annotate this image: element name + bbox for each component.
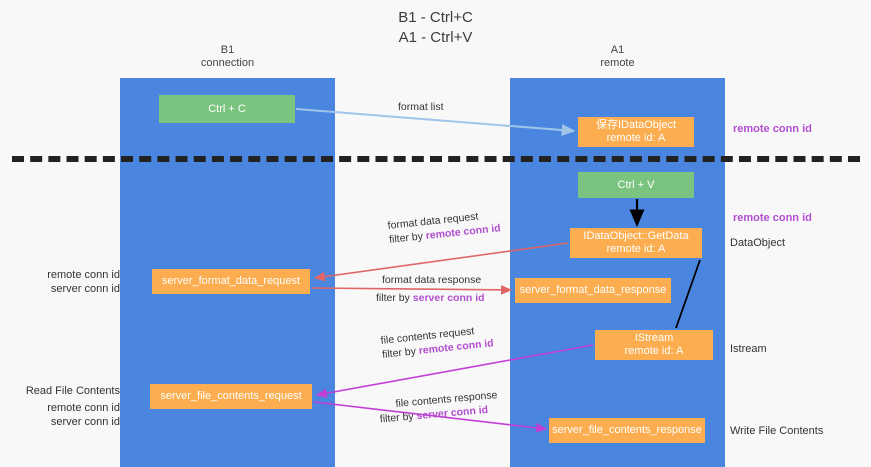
node-ctrl-c[interactable]: Ctrl + C — [159, 95, 295, 123]
phase-divider — [12, 156, 860, 162]
node-idataobject-getdata[interactable]: IDataObject::GetData remote id: A — [570, 228, 702, 258]
filter-prefix: filter by — [379, 410, 418, 426]
lane-header-b1: B1 connection — [120, 44, 335, 70]
title-line-1: B1 - Ctrl+C — [398, 9, 473, 26]
node-istream-title: IStream — [634, 332, 674, 344]
node-server-file-contents-response[interactable]: server_file_contents_response — [549, 418, 705, 443]
lane-header-b1-role: connection — [200, 57, 255, 69]
node-server-file-contents-request[interactable]: server_file_contents_request — [150, 384, 312, 409]
title-line-2: A1 - Ctrl+V — [398, 29, 473, 46]
node-ctrl-c-label: Ctrl + C — [208, 102, 246, 115]
lane-header-a1-role: remote — [600, 57, 635, 69]
edge-label-file-contents-response: file contents response filter by server … — [379, 388, 499, 425]
edge-label-file-contents-request: file contents request filter by remote c… — [380, 322, 494, 362]
lane-header-a1: A1 remote — [510, 44, 725, 70]
node-save-idataobject[interactable]: 保存IDataObject remote id: A — [578, 117, 694, 147]
edge-label-format-data-response-filter: filter by server conn id — [376, 291, 485, 305]
node-idataobject-getdata-title: IDataObject::GetData — [583, 230, 689, 242]
node-server-file-contents-response-label: server_file_contents_response — [552, 424, 702, 436]
annotation-left-server-conn-id: server conn id — [50, 283, 120, 295]
node-istream[interactable]: IStream remote id: A — [595, 330, 713, 360]
node-server-file-contents-request-label: server_file_contents_request — [160, 390, 302, 402]
node-server-format-data-response[interactable]: server_format_data_response — [515, 278, 671, 303]
node-istream-subtitle: remote id: A — [624, 345, 684, 357]
annotation-left-remote-conn-id: remote conn id — [47, 269, 120, 281]
node-idataobject-getdata-subtitle: remote id: A — [606, 243, 666, 255]
node-save-idataobject-subtitle: remote id: A — [606, 132, 666, 144]
annotation-left-server-conn-id-2: server conn id — [50, 416, 120, 428]
filter-prefix: filter by — [381, 345, 420, 361]
node-server-format-data-request-label: server_format_data_request — [161, 275, 301, 287]
annotation-remote-conn-id-top: remote conn id — [733, 123, 812, 135]
annotation-left-conn-ids: remote conn id server conn id — [20, 268, 120, 296]
annotation-dataobject: DataObject — [730, 237, 786, 249]
annotation-write-file-contents: Write File Contents — [730, 425, 824, 437]
edge-label-format-list: format list — [398, 100, 444, 114]
edge-label-format-list-text: format list — [398, 101, 444, 113]
annotation-left-remote-conn-id-2: remote conn id — [47, 402, 120, 414]
filter-prefix: filter by — [388, 230, 427, 246]
edge-label-format-data-response-text: format data response — [382, 274, 482, 286]
annotation-remote-conn-id-mid: remote conn id — [733, 212, 812, 224]
node-save-idataobject-title: 保存IDataObject — [595, 119, 677, 131]
filter-term-server-conn-id: server conn id — [412, 292, 485, 304]
node-server-format-data-request[interactable]: server_format_data_request — [152, 269, 310, 294]
edge-label-format-data-request: format data request filter by remote con… — [387, 207, 501, 247]
annotation-istream: Istream — [730, 343, 767, 355]
lane-header-b1-name: B1 — [220, 44, 235, 56]
annotation-read-file-contents: Read File Contents — [25, 385, 120, 397]
page-title: B1 - Ctrl+C A1 - Ctrl+V — [0, 8, 871, 48]
filter-prefix: filter by — [376, 292, 413, 304]
node-server-format-data-response-label: server_format_data_response — [519, 284, 667, 296]
node-ctrl-v-label: Ctrl + V — [617, 178, 655, 191]
edge-label-format-data-response: format data response filter by server co… — [376, 273, 485, 305]
annotation-left-conn-ids-2: remote conn id server conn id — [20, 401, 120, 429]
lane-header-a1-name: A1 — [610, 44, 625, 56]
node-ctrl-v[interactable]: Ctrl + V — [578, 172, 694, 198]
